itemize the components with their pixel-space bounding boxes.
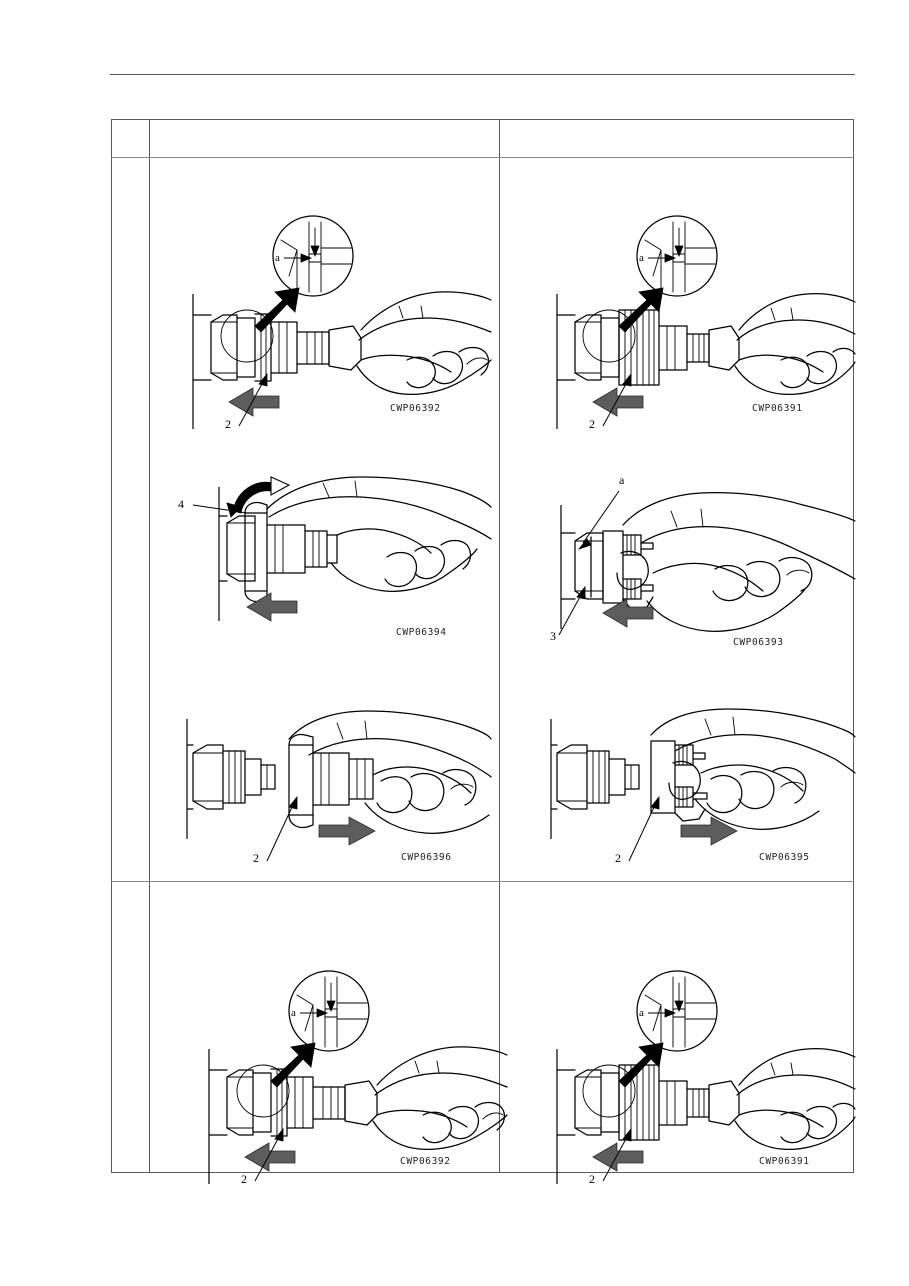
header-rule [110,74,855,75]
figure-code-8: CWP06391 [759,1156,810,1167]
figure-code-1: CWP06392 [390,403,441,414]
illustration-coupler-push-plain: a [192,215,492,429]
detail-label-a: a [291,1007,296,1019]
figure-cell-cwp06394: 4 [171,469,492,644]
row3-divider [111,881,854,882]
illustration-coupler-push-ribbed-2: a [556,970,856,1184]
callout-2: 2 [615,851,621,865]
figure-cell-cwp06391-bottom: a 2 [535,969,856,1186]
figure-cell-cwp06393: a 3 [535,469,856,649]
header-row-divider [111,157,854,158]
figure-cell-cwp06396: 2 [171,709,492,869]
figure-code-4: CWP06393 [733,637,784,648]
center-column-divider [499,119,500,1173]
callout-2: 2 [241,1172,247,1186]
figure-cell-cwp06392-bottom: a 2 [187,969,508,1186]
table-left-border [111,119,112,1173]
detail-label-a: a [639,252,644,264]
callout-3: 3 [550,629,556,643]
illustration-coupler-separated-plain [186,710,492,862]
index-column-divider [149,119,150,1173]
figure-code-7: CWP06392 [400,1156,451,1167]
callout-4: 4 [178,497,184,511]
illustration-coupler-lever-rotate [192,476,492,622]
illustration-coupler-separated-grip [550,708,856,862]
table-right-border [853,119,854,1173]
illustration-coupler-push-plain-2: a [208,970,508,1184]
figure-code-3: CWP06394 [396,627,447,638]
callout-2: 2 [589,1172,595,1186]
figure-cell-cwp06392-top: a [171,214,492,431]
callout-a: a [619,473,625,487]
detail-label-a: a [275,252,280,264]
figure-cell-cwp06395: 2 [535,708,856,869]
figure-code-5: CWP06396 [401,852,452,863]
figure-code-6: CWP06395 [759,852,810,863]
table-bottom-border [111,1172,854,1173]
figure-cell-cwp06391-top: a 2 [535,214,856,431]
procedure-table: a [111,119,856,1186]
callout-2: 2 [253,851,259,865]
table-top-border [111,119,854,120]
callout-2: 2 [589,417,595,431]
detail-label-a: a [639,1007,644,1019]
illustration-coupler-grip [558,490,856,636]
figure-code-2: CWP06391 [752,403,803,414]
illustration-coupler-push-ribbed: a [556,215,856,429]
callout-2: 2 [225,417,231,431]
